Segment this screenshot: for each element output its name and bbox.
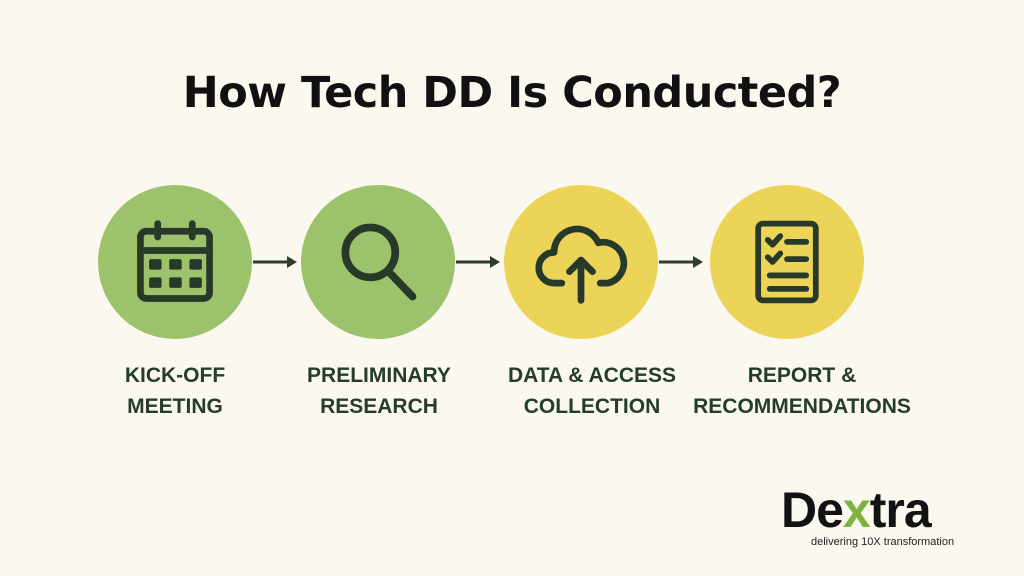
flow-arrow-1 xyxy=(253,256,297,268)
logo-text-accent: x xyxy=(842,482,871,538)
dextra-logo: Dextra xyxy=(781,482,932,538)
step-data-label-line2: COLLECTION xyxy=(523,395,661,418)
cloud-upload-icon xyxy=(535,225,628,304)
step-kickoff-circle xyxy=(98,185,252,339)
step-kickoff-label-line1: KICK-OFF xyxy=(124,364,226,387)
step-research-label-line1: PRELIMINARY xyxy=(307,364,451,387)
checklist-icon xyxy=(755,220,819,304)
flow-arrow-3 xyxy=(659,256,703,268)
step-data-circle xyxy=(504,185,658,339)
step-research-label-line2: RESEARCH xyxy=(320,395,438,418)
magnifier-icon xyxy=(341,223,417,301)
page-title: How Tech DD Is Conducted? xyxy=(182,68,842,118)
step-data-label: DATA & ACCESS COLLECTION xyxy=(472,360,712,422)
step-research-label: PRELIMINARY RESEARCH xyxy=(259,360,499,422)
flow-arrow-2 xyxy=(456,256,500,268)
calendar-icon xyxy=(137,220,213,302)
logo-tagline: delivering 10X transformation xyxy=(811,536,955,548)
step-report-label-line2: RECOMMENDATIONS xyxy=(693,395,911,418)
logo-text-pre: De xyxy=(781,482,844,538)
step-research-circle xyxy=(301,185,455,339)
step-kickoff-label: KICK-OFF MEETING xyxy=(55,360,295,422)
step-report-label-line1: REPORT & xyxy=(747,364,857,387)
step-data-label-line1: DATA & ACCESS xyxy=(508,364,676,387)
step-report-label: REPORT & RECOMMENDATIONS xyxy=(682,360,922,422)
step-kickoff-label-line2: MEETING xyxy=(127,395,223,418)
step-report-circle xyxy=(710,185,864,339)
logo-text-post: tra xyxy=(869,482,932,538)
